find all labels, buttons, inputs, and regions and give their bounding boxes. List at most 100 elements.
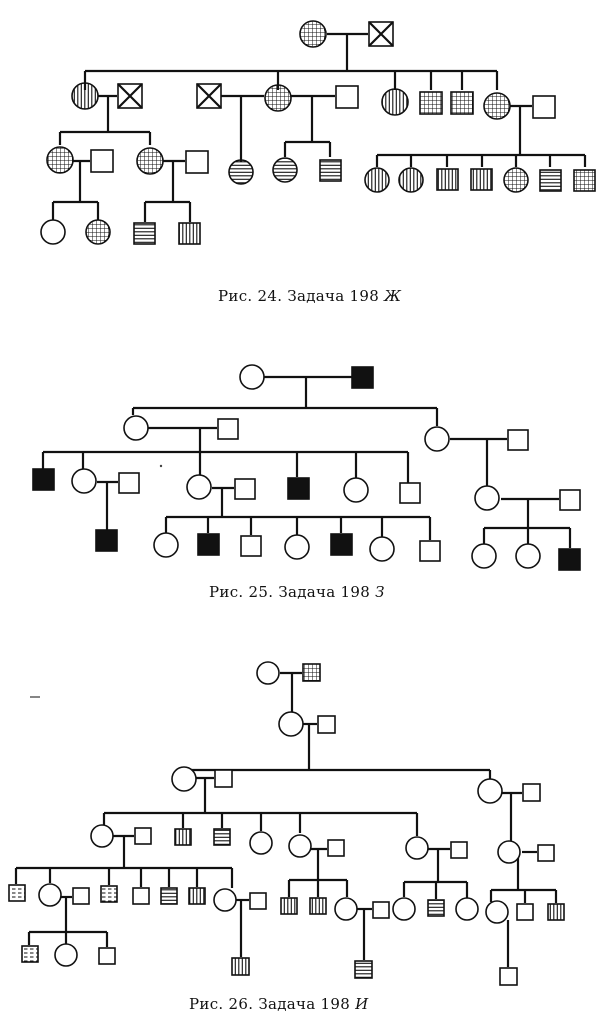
female-normal (288, 834, 312, 858)
male-horizontal (133, 222, 156, 245)
individuals (40, 20, 596, 245)
male-vertical (547, 903, 565, 921)
male-normal (72, 887, 90, 905)
female-normal (71, 468, 97, 494)
female-normal (485, 900, 509, 924)
female-normal (186, 474, 212, 500)
female-horizontal (272, 157, 298, 183)
female-normal (90, 824, 114, 848)
caption-prefix: Рис. 26. Задача 198 (189, 995, 351, 1013)
male-crosshatched (573, 169, 596, 192)
male-horizontal (213, 828, 231, 846)
male-normal (240, 535, 262, 557)
pedigree-fig26 (8, 661, 565, 986)
male-affected (330, 533, 353, 556)
female-normal (40, 219, 66, 245)
female-crosshatched (136, 147, 164, 175)
male-horizontal (354, 960, 373, 979)
male-affected (287, 477, 310, 500)
female-crosshatched (503, 167, 529, 193)
male-normal (335, 85, 359, 109)
male-dashed (100, 885, 118, 903)
male-normal (399, 482, 421, 504)
female-horizontal (228, 159, 254, 185)
female-normal (123, 415, 149, 441)
male-normal (185, 150, 209, 174)
female-normal (54, 943, 78, 967)
male-dashed (8, 884, 26, 902)
caption-prefix: Рис. 25. Задача 198 (209, 583, 371, 601)
figure-24-caption: Рис. 24. Задача 198 Ж (218, 287, 401, 305)
male-normal (372, 901, 390, 919)
female-normal (369, 536, 395, 562)
male-normal (507, 429, 529, 451)
male-dashed (21, 945, 39, 963)
male-crosshatched (450, 91, 474, 115)
figure-26-caption: Рис. 26. Задача 198 И (189, 995, 369, 1013)
figure-25-caption: Рис. 25. Задача 198 З (209, 583, 385, 601)
male-horizontal (539, 169, 562, 192)
female-normal (334, 897, 358, 921)
male-normal (90, 149, 114, 173)
male-normal (317, 715, 336, 734)
female-normal (497, 840, 521, 864)
female-vertical (71, 82, 99, 110)
male-vertical (470, 168, 493, 191)
female-normal (343, 477, 369, 503)
female-vertical (381, 88, 409, 116)
female-normal (515, 543, 541, 569)
caption-letter: И (355, 995, 369, 1013)
male-normal (419, 540, 441, 562)
individuals (32, 364, 581, 571)
male-horizontal (319, 159, 342, 182)
male-affected (197, 533, 220, 556)
female-normal (405, 836, 429, 860)
male-vertical (178, 222, 201, 245)
pedigree-fig25 (32, 364, 581, 571)
male-horizontal (427, 899, 445, 917)
male-affected (351, 366, 374, 389)
male-horizontal (160, 887, 178, 905)
male-crosshatched (419, 91, 443, 115)
female-crosshatched (264, 84, 292, 112)
male-crosshatched (302, 663, 321, 682)
male-vertical (436, 168, 459, 191)
female-normal (239, 364, 265, 390)
male-vertical (188, 887, 206, 905)
male-vertical (231, 957, 250, 976)
male-normal (98, 947, 116, 965)
male-normal (249, 892, 267, 910)
female-normal (471, 543, 497, 569)
individuals (8, 661, 565, 986)
female-normal (38, 883, 62, 907)
male-vertical (280, 897, 298, 915)
caption-letter: З (375, 583, 385, 601)
female-crosshatched (46, 146, 74, 174)
connector-lines (41, 375, 572, 548)
caption-letter: Ж (384, 287, 402, 305)
male-vertical (174, 828, 192, 846)
female-crosshatched (483, 92, 511, 120)
male-normal (217, 418, 239, 440)
female-crosshatched (299, 20, 327, 48)
male-normal (132, 887, 150, 905)
male-affected (95, 529, 118, 552)
female-normal (284, 534, 310, 560)
male-normal (537, 844, 555, 862)
female-normal (278, 711, 304, 737)
male-normal (532, 95, 556, 119)
male-deceased (196, 83, 222, 109)
female-normal (424, 426, 450, 452)
male-normal (327, 839, 345, 857)
female-crosshatched (85, 219, 111, 245)
male-normal (559, 489, 581, 511)
male-normal (118, 472, 140, 494)
male-affected (32, 468, 55, 491)
male-affected (558, 548, 581, 571)
female-normal (474, 485, 500, 511)
male-normal (522, 783, 541, 802)
connector-lines (51, 32, 587, 222)
male-normal (499, 967, 518, 986)
male-deceased (117, 83, 143, 109)
